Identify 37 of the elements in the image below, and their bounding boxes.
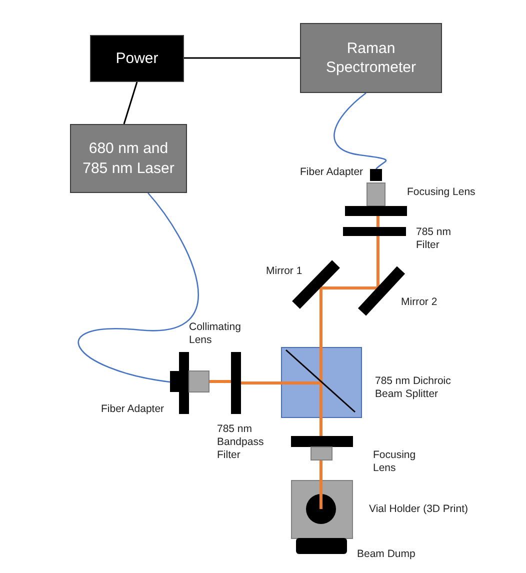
mirror xyxy=(292,260,340,309)
power-box: Power xyxy=(90,35,184,82)
component-label: 785 nm Dichroic Beam Splitter xyxy=(375,375,452,402)
component-label: Vial Holder (3D Print) xyxy=(369,503,468,516)
laser-beam xyxy=(376,236,380,288)
fiber-adapter xyxy=(370,169,382,181)
component-label: Collimating Lens xyxy=(189,321,242,348)
fiber-adapter xyxy=(170,352,189,414)
beam-splitter xyxy=(281,347,362,418)
bandpass-filter xyxy=(231,352,241,414)
vial-holder xyxy=(291,480,353,539)
laser-beam xyxy=(241,382,281,384)
focusing-lens xyxy=(345,183,407,216)
component-label: Beam Dump xyxy=(357,548,416,562)
beam-dump xyxy=(296,538,347,554)
laser-beam xyxy=(320,460,322,480)
focusing-lens xyxy=(291,436,353,460)
laser-beam xyxy=(321,286,378,290)
component-label: Fiber Adapter xyxy=(300,166,364,180)
component-label: Focusing Lens xyxy=(373,449,417,476)
component-label: Fiber Adapter xyxy=(101,403,164,416)
power-cable xyxy=(184,57,300,59)
component-label: 785 nm Bandpass Filter xyxy=(217,423,265,462)
optical-fiber xyxy=(334,92,386,170)
laser-box: 680 nm and 785 nm Laser xyxy=(70,124,187,193)
component-label: Mirror 2 xyxy=(401,296,438,310)
component-label: Mirror 1 xyxy=(266,265,302,278)
component-label: 785 nm Filter xyxy=(416,226,452,252)
laser-beam xyxy=(320,418,322,436)
filter xyxy=(343,227,406,236)
component-label: Focusing Lens xyxy=(407,186,476,200)
laser-beam xyxy=(376,216,380,227)
power-cable xyxy=(123,82,138,124)
collimating-lens xyxy=(189,371,209,392)
laser-beam xyxy=(209,380,231,383)
spectrometer-box: Raman Spectrometer xyxy=(300,23,442,93)
laser-beam xyxy=(320,288,322,347)
